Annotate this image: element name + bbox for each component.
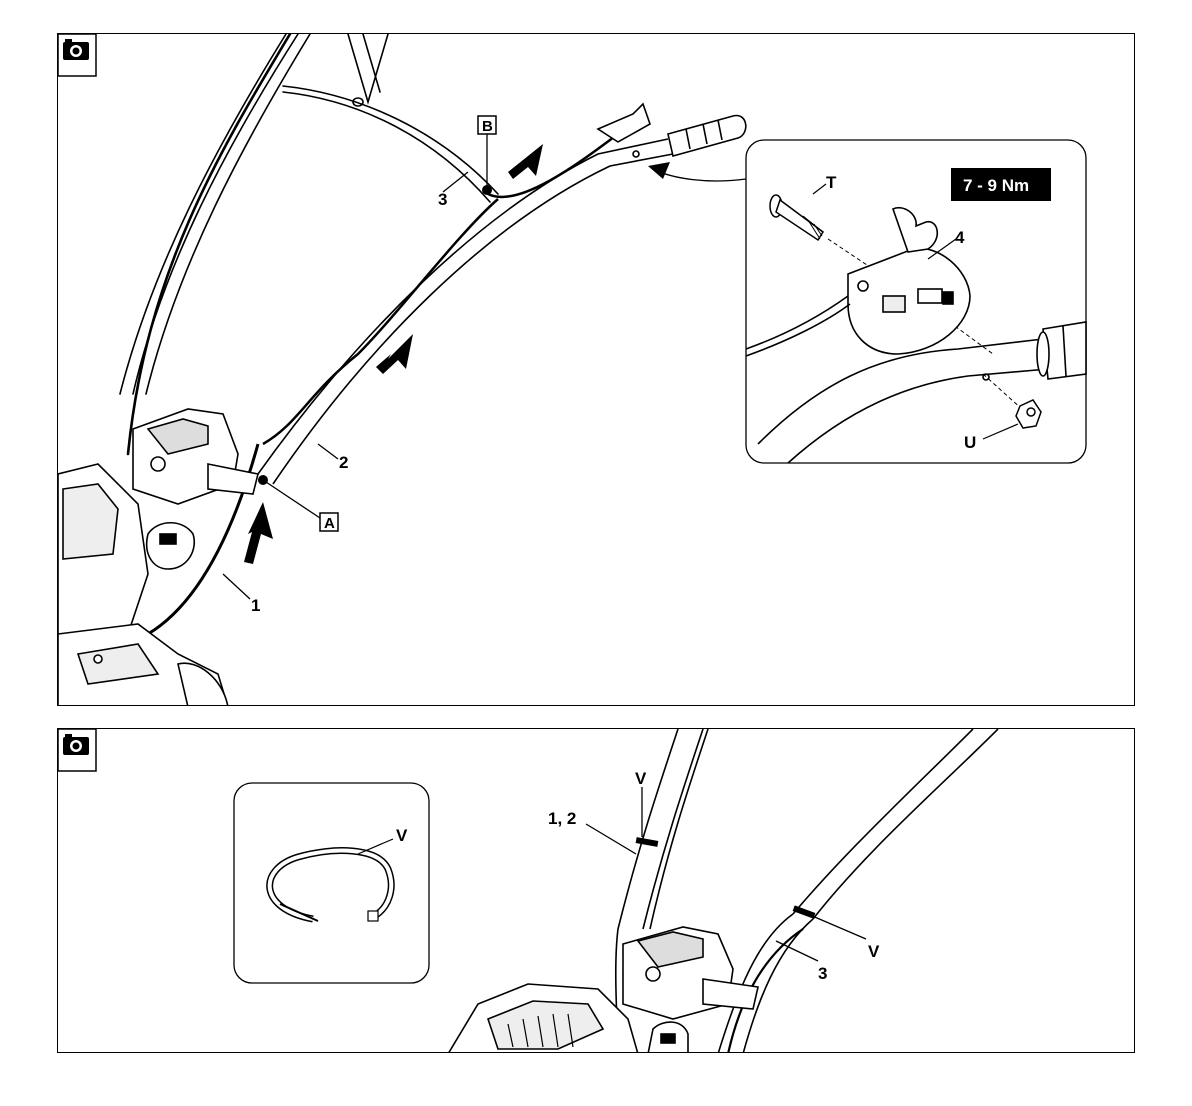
leader-cables-1-2 — [586, 824, 636, 854]
arrow-a — [244, 502, 273, 564]
point-a-leader — [263, 480, 320, 518]
top-illustration: 3 2 1 A B 7 - 9 Nm T — [58, 34, 1135, 706]
direction-arrows — [244, 144, 543, 564]
label-tie-upper: V — [635, 769, 647, 788]
handle-frame — [120, 34, 498, 454]
leader-tie-right — [810, 915, 866, 939]
label-point-b-box: B — [478, 116, 496, 135]
label-tie-inset: V — [396, 826, 408, 845]
leader-cable-3 — [776, 941, 818, 961]
label-bolt: T — [826, 173, 837, 192]
leader-1 — [223, 574, 250, 599]
torque-spec: 7 - 9 Nm — [951, 168, 1051, 201]
label-part-3: 3 — [438, 190, 447, 209]
detail-pointer-head — [648, 162, 670, 179]
label-cable-3: 3 — [818, 964, 827, 983]
handle-mount — [133, 409, 258, 504]
leader-3 — [443, 172, 468, 192]
detail-inset: 7 - 9 Nm T 4 — [746, 140, 1086, 463]
mower-engine — [58, 464, 228, 706]
cable-3 — [488, 134, 618, 197]
label-point-a: A — [324, 515, 335, 532]
arrow-mid — [376, 334, 413, 374]
bottom-handle-mount — [623, 927, 758, 1019]
leader-2 — [318, 444, 338, 459]
label-cables-1-2: 1, 2 — [548, 809, 576, 828]
camera-icon — [58, 34, 96, 76]
handle-bar-2 — [258, 139, 673, 484]
cable-tie-inset: V — [234, 783, 429, 983]
label-nut: U — [964, 433, 976, 452]
tie-upper — [636, 837, 659, 847]
detail-pointer — [653, 169, 746, 181]
tie-right — [793, 905, 816, 918]
label-switch: 4 — [955, 228, 965, 247]
label-point-b: B — [482, 118, 493, 135]
label-part-2: 2 — [339, 453, 348, 472]
label-point-a-box: A — [320, 513, 338, 532]
label-tie-right: V — [868, 942, 880, 961]
bottom-illustration: V — [58, 729, 1135, 1053]
bottom-illustration-panel: V — [57, 728, 1135, 1053]
camera-icon — [58, 729, 96, 771]
cable-1-upper — [263, 199, 498, 444]
arrow-b — [508, 144, 543, 179]
top-illustration-panel: 3 2 1 A B 7 - 9 Nm T — [57, 33, 1135, 706]
label-part-1: 1 — [251, 596, 260, 615]
torque-value: 7 - 9 Nm — [963, 176, 1029, 195]
